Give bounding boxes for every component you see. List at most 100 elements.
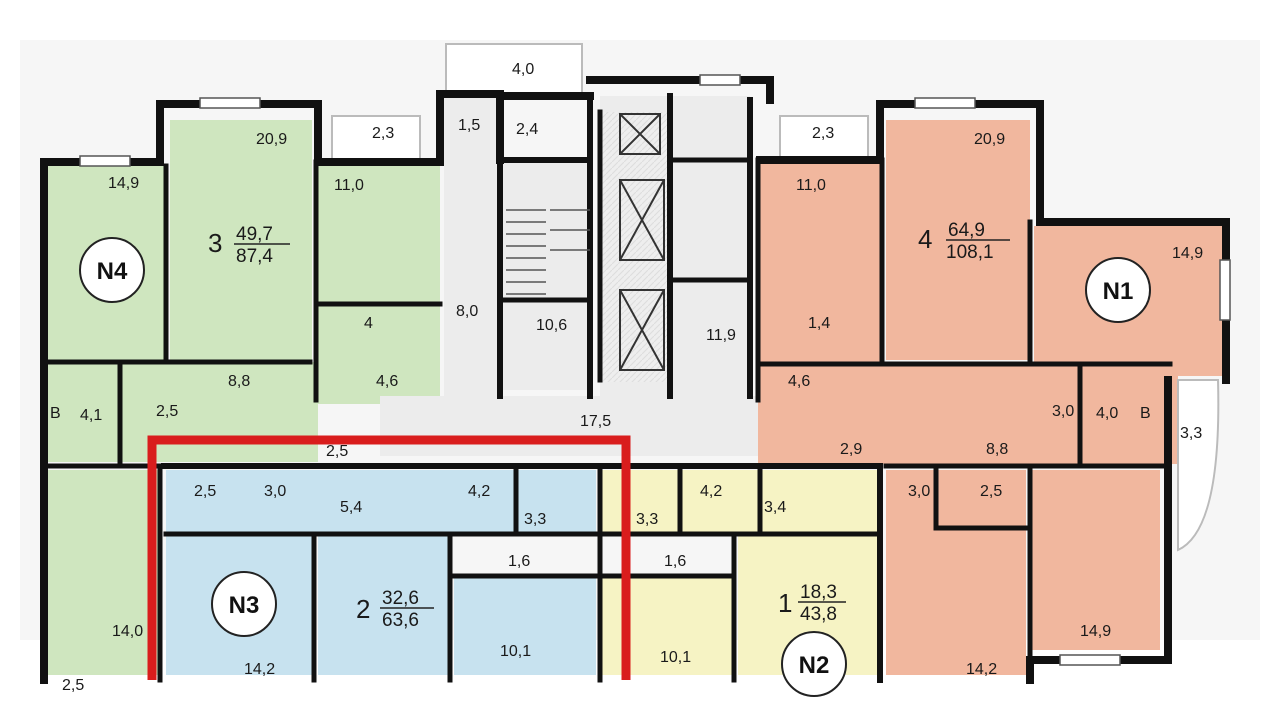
area-11-0-right: 11,0 (796, 177, 826, 194)
area-4-1: 4,1 (80, 407, 102, 424)
apt3-living: 49,7 (236, 224, 273, 245)
windows (79, 74, 1231, 666)
room-hall-17-5 (380, 396, 820, 456)
apt1-living: 18,3 (800, 582, 837, 603)
apt2-number: 2 (356, 594, 370, 624)
area-14-0: 14,0 (112, 623, 143, 640)
legend-b-left: B (50, 405, 61, 422)
badge-n2-circle (781, 631, 847, 697)
badge-n4-circle (79, 237, 145, 303)
area-3-3-yellow: 3,3 (636, 511, 658, 528)
area-11-0-left: 11,0 (334, 177, 364, 194)
area-labels: 4,0 20,9 14,9 2,3 11,0 4 8,8 4,6 4,1 2,5… (50, 61, 1203, 694)
apartment-badges: N4 N3 N2 N1 (79, 237, 1151, 697)
area-5-4: 5,4 (340, 499, 362, 516)
room-yellow-hall (600, 470, 880, 534)
area-4-6-right: 4,6 (788, 373, 810, 390)
room-salmon-kitchen (758, 164, 882, 364)
stairs-icon (506, 209, 590, 295)
area-4-green: 4 (364, 315, 373, 332)
area-8-8-left: 8,8 (228, 373, 250, 390)
room-green-20-9 (170, 120, 312, 360)
room-blue-hall (166, 470, 596, 534)
badge-n4: N4 (97, 258, 128, 285)
room-green-bath (316, 304, 440, 404)
balcony-top (445, 43, 583, 95)
room-blue-10-1 (454, 576, 596, 675)
area-1-6-yellow: 1,6 (664, 553, 686, 570)
area-8-0: 8,0 (456, 303, 478, 320)
area-2-5-green-c: 2,5 (62, 677, 84, 694)
area-4-6-left: 4,6 (376, 373, 398, 390)
elevator-shaft (600, 112, 670, 382)
area-3-4: 3,4 (764, 499, 786, 516)
area-2-4: 2,4 (516, 121, 538, 138)
area-14-9-right-b: 14,9 (1080, 623, 1111, 640)
area-14-9-left: 14,9 (108, 175, 139, 192)
apt4-living: 64,9 (948, 220, 985, 241)
balcony-green (331, 115, 421, 161)
area-3-0-blue: 3,0 (264, 483, 286, 500)
area-1-4: 1,4 (808, 315, 830, 332)
legend-b-right: B (1140, 405, 1151, 422)
balconies (331, 43, 1220, 552)
badge-n3: N3 (229, 592, 260, 619)
badge-n1: N1 (1103, 278, 1134, 305)
apt3-total: 87,4 (236, 246, 273, 267)
room-stairs (500, 160, 590, 390)
apt4-number: 4 (918, 224, 932, 254)
room-salmon-corridor (758, 364, 1178, 464)
area-4-0-right: 4,0 (1096, 405, 1118, 422)
apartment-fractions: 3 49,7 87,4 4 64,9 108,1 2 32,6 63,6 1 1… (208, 220, 1010, 631)
area-14-2-blue: 14,2 (244, 661, 275, 678)
room-green-corridor (48, 362, 318, 462)
area-2-5-green: 2,5 (156, 403, 178, 420)
area-14-9-right: 14,9 (1172, 245, 1203, 262)
badge-n3-circle (211, 571, 277, 637)
apt4-total: 108,1 (946, 242, 994, 263)
area-2-9: 2,9 (840, 441, 862, 458)
area-2-5-blue: 2,5 (194, 483, 216, 500)
area-20-9-right: 20,9 (974, 131, 1005, 148)
badge-n2: N2 (799, 652, 830, 679)
rooms (48, 96, 1224, 675)
area-17-5: 17,5 (580, 413, 611, 430)
area-14-2-right: 14,2 (966, 661, 997, 678)
room-green-kitchen (316, 164, 440, 304)
apt3-number: 3 (208, 228, 222, 258)
area-1-5: 1,5 (458, 117, 480, 134)
area-2-5-right: 2,5 (980, 483, 1002, 500)
walls (40, 76, 1230, 684)
balcony-salmon (779, 115, 869, 161)
area-3-3-balcony: 3,3 (1180, 425, 1202, 442)
room-salmon-14-9b (1030, 470, 1160, 650)
badge-n1-circle (1085, 257, 1151, 323)
area-4-2-blue: 4,2 (468, 483, 490, 500)
room-salmon-2-5 (936, 470, 1026, 528)
area-8-8-right: 8,8 (986, 441, 1008, 458)
area-10-6: 10,6 (536, 317, 567, 334)
area-3-0-right: 3,0 (1052, 403, 1074, 420)
apt2-living: 32,6 (382, 588, 419, 609)
area-top-balcony: 4,0 (512, 61, 534, 78)
area-4-2-yellow: 4,2 (700, 483, 722, 500)
room-core-8-0 (444, 96, 500, 396)
apt1-total: 43,8 (800, 604, 837, 625)
area-3-3-blue: 3,3 (524, 511, 546, 528)
area-10-1-yellow: 10,1 (660, 649, 691, 666)
room-blue-room (318, 534, 450, 675)
balcony-right (1177, 379, 1220, 552)
room-green-14-0 (48, 470, 158, 675)
area-2-3-right: 2,3 (812, 125, 834, 142)
area-2-3-left: 2,3 (372, 125, 394, 142)
apt2-total: 63,6 (382, 610, 419, 631)
area-3-0-right-b: 3,0 (908, 483, 930, 500)
area-2-5-green-b: 2,5 (326, 443, 348, 460)
area-10-1-blue: 10,1 (500, 643, 531, 660)
highlight-frame (147, 435, 631, 680)
apt1-number: 1 (778, 588, 792, 618)
area-1-6-blue: 1,6 (508, 553, 530, 570)
elevators (619, 113, 665, 371)
area-20-9-left: 20,9 (256, 131, 287, 148)
